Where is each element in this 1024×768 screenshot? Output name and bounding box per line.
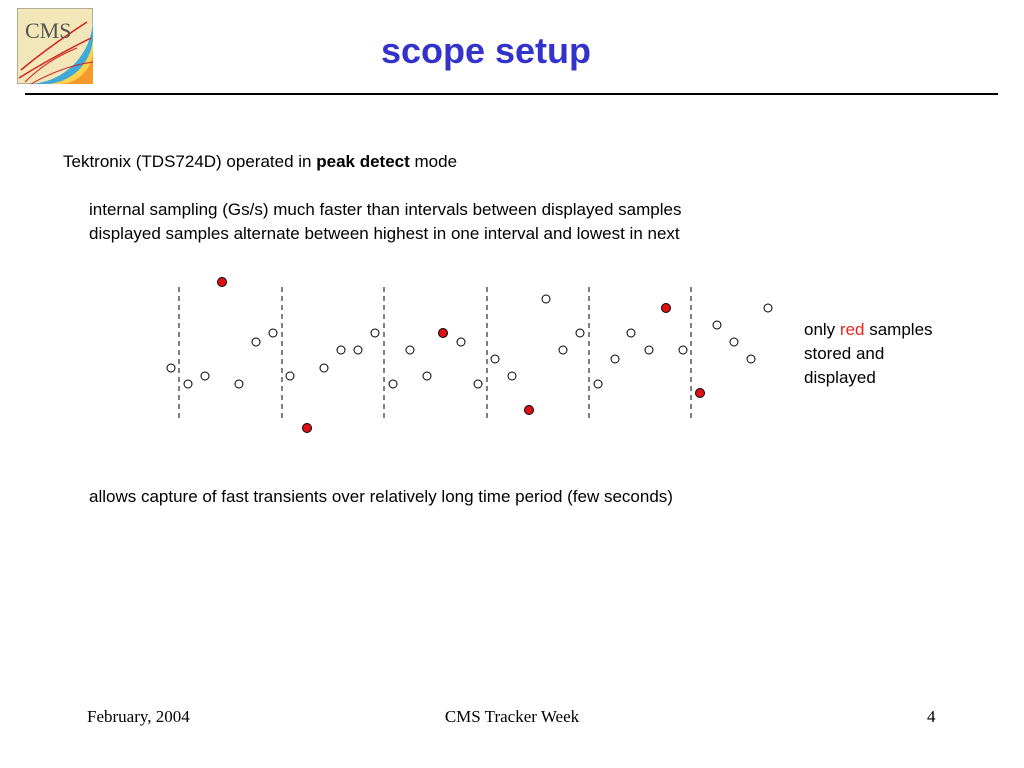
cms-logo: CMS [17,8,93,84]
internal-sample [507,371,517,381]
internal-sample [234,379,244,389]
stored-sample-min [524,405,534,415]
stored-sample-max [661,303,671,313]
internal-sample [558,345,568,355]
internal-sample [763,303,773,313]
internal-sample [319,363,329,373]
stored-sample-max [217,277,227,287]
note-text-2: samples [864,320,933,339]
scope-mode-text: Tektronix (TDS724D) operated in [63,152,317,171]
alternation-line: displayed samples alternate between high… [89,224,680,243]
internal-sample [610,354,620,364]
internal-sample [746,354,756,364]
internal-sample [353,345,363,355]
page-number: 4 [927,707,936,726]
scope-mode-suffix: mode [409,152,458,171]
stored-sample-min [695,388,705,398]
page-title: scope setup [380,30,592,71]
note-line-3: displayed [804,368,876,387]
stored-sample-min [302,423,312,433]
footer-date: February, 2004 [87,707,190,726]
internal-sample [422,371,432,381]
internal-sample [712,320,722,330]
internal-sample [678,345,688,355]
peak-detect-label: peak detect [316,152,410,171]
footer-event: CMS Tracker Week [444,707,580,726]
internal-sample [183,379,193,389]
internal-sample [575,328,585,338]
internal-sample [593,379,603,389]
internal-sample [251,337,261,347]
internal-sample [490,354,500,364]
internal-sample [388,379,398,389]
internal-sample [166,363,176,373]
internal-sample [285,371,295,381]
sampling-line: internal sampling (Gs/s) much faster tha… [89,200,682,219]
internal-sample [626,328,636,338]
scope-mode-line: Tektronix (TDS724D) operated in peak det… [63,152,457,172]
note-line-1: only red samples [804,318,933,342]
note-line-2: stored and [804,344,885,363]
note-red-word: red [839,320,865,339]
transients-line: allows capture of fast transients over r… [89,487,673,506]
internal-sample [200,371,210,381]
internal-sample [473,379,483,389]
title-divider [25,93,998,95]
internal-sample [336,345,346,355]
internal-sample [370,328,380,338]
internal-sample [405,345,415,355]
logo-text: CMS [25,18,71,43]
internal-sample [541,294,551,304]
note-text: only [804,320,840,339]
internal-sample [644,345,654,355]
diagram-note: only red samples stored and displayed [804,318,933,390]
internal-sample [268,328,278,338]
internal-sample [456,337,466,347]
internal-sample [729,337,739,347]
stored-sample-max [438,328,448,338]
